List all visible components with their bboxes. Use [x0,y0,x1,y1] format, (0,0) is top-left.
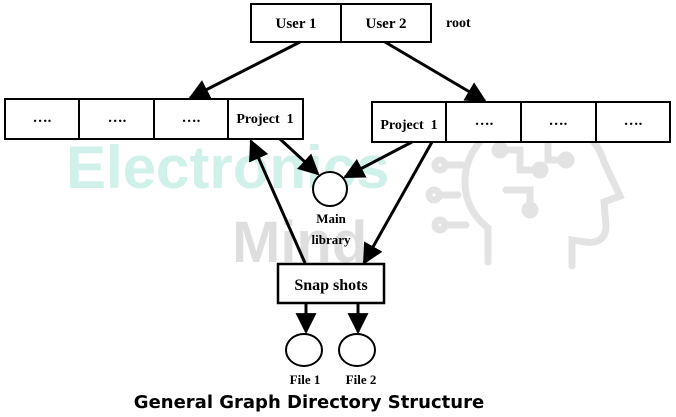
root-cell-user-1: User 1 [276,16,317,32]
snapshots-node: Snap shots [276,262,386,305]
left-dir-cell-1: …. [33,110,52,126]
main-library-label-line2: library [312,232,351,247]
file-nodes: File 1 File 2 [285,333,377,387]
edge-snapshots-to-left-project [249,139,307,264]
left-dir-cell-3: …. [182,110,201,126]
root-node: User 1 User 2 root [250,3,471,43]
edge-user2-to-right-dir [384,40,487,103]
edge-right-project-to-snapshots [362,141,434,265]
watermark: Electronics Mind [66,114,625,275]
snapshots-box [276,262,386,305]
right-directory: Project 1 …. …. …. [371,101,671,143]
main-library-node: Main library [312,171,351,247]
edge-user1-to-left-dir [188,40,301,100]
right-dir-cell-project-1: Project 1 [380,118,437,133]
file-2-circle [338,333,376,367]
main-library-circle [312,171,348,207]
edge-left-project-to-library [278,137,320,176]
right-dir-cell-4: …. [624,113,643,129]
edge-right-project-to-library [343,140,413,179]
file-1-label: File 1 [290,372,321,387]
right-dir-cell-2: …. [475,113,494,129]
main-library-label-line1: Main [316,211,346,226]
edges [188,40,487,335]
diagram-caption: General Graph Directory Structure [134,392,484,413]
root-cell-user-2: User 2 [366,16,407,32]
right-dir-cell-3: …. [549,113,568,129]
left-dir-cell-project-1: Project 1 [236,112,293,127]
file-1-circle [285,333,323,367]
root-label: root [446,16,471,31]
file-2-label: File 2 [346,372,377,387]
left-dir-cell-2: …. [108,110,127,126]
left-directory: …. …. …. Project 1 [4,98,304,140]
snapshots-label: Snap shots [294,277,367,294]
